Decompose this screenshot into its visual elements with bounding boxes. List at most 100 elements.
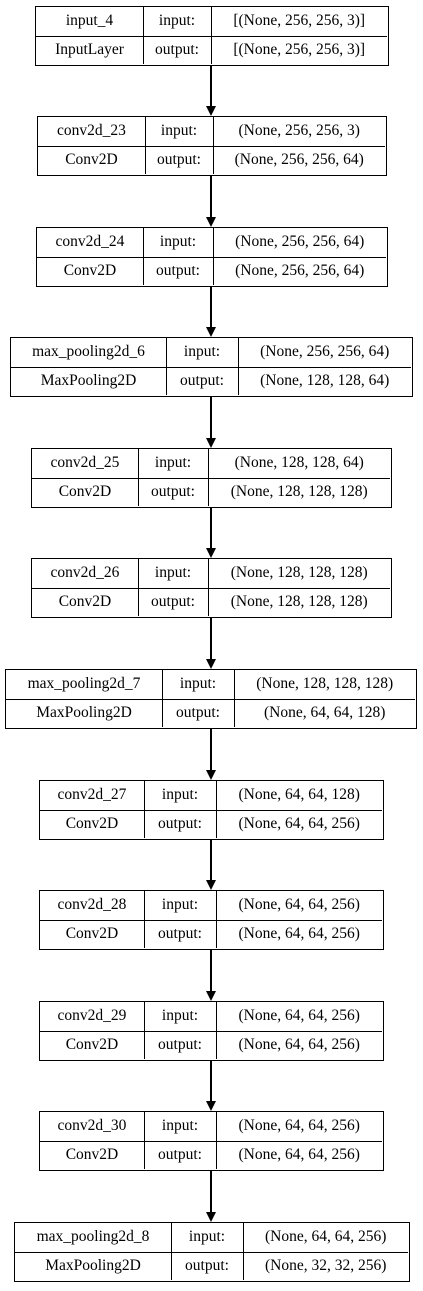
row-divider xyxy=(15,1252,409,1253)
column-divider xyxy=(234,670,235,728)
arrow-line xyxy=(210,618,212,660)
input-label: input: xyxy=(154,564,192,582)
layer-name: conv2d_27 xyxy=(57,786,127,804)
output-label: output: xyxy=(151,593,195,611)
arrow-head xyxy=(206,438,216,448)
output-shape: (None, 256, 256, 64) xyxy=(234,151,364,169)
output-shape: (None, 64, 64, 256) xyxy=(238,1146,360,1164)
row-divider xyxy=(40,920,383,921)
column-divider xyxy=(208,449,209,507)
output-label: output: xyxy=(158,1036,202,1054)
row-divider xyxy=(37,257,387,258)
output-shape: (None, 64, 64, 256) xyxy=(238,1036,360,1054)
layer-type: InputLayer xyxy=(55,41,124,59)
output-shape: (None, 128, 128, 128) xyxy=(230,593,368,611)
layer-name: max_pooling2d_7 xyxy=(27,675,141,693)
layer-name: conv2d_29 xyxy=(57,1007,127,1025)
input-shape: (None, 64, 64, 256) xyxy=(264,1228,387,1246)
arrow-line xyxy=(210,840,212,881)
input-shape: (None, 128, 128, 64) xyxy=(234,454,364,472)
row-divider xyxy=(40,810,383,811)
input-shape: (None, 64, 64, 256) xyxy=(238,1007,360,1025)
column-divider xyxy=(211,7,212,65)
arrow-head xyxy=(206,548,216,558)
layer-name: max_pooling2d_8 xyxy=(36,1228,150,1246)
layer-type: Conv2D xyxy=(58,483,112,501)
arrow-line xyxy=(210,287,212,328)
arrow-head xyxy=(206,327,216,337)
column-divider xyxy=(166,338,167,396)
output-label: output: xyxy=(156,262,200,280)
layer-name: conv2d_24 xyxy=(55,233,125,251)
layer-node: conv2d_30 input: (None, 64, 64, 256) Conv2D… xyxy=(39,1111,384,1171)
arrow-line xyxy=(210,397,212,439)
layer-name: conv2d_30 xyxy=(57,1117,127,1135)
layer-name: conv2d_26 xyxy=(50,564,120,582)
output-shape: (None, 128, 128, 64) xyxy=(260,372,390,390)
arrow-head xyxy=(206,659,216,669)
row-divider xyxy=(11,367,412,368)
output-shape: (None, 32, 32, 256) xyxy=(264,1257,387,1275)
output-shape: (None, 64, 64, 256) xyxy=(238,925,360,943)
layer-node: conv2d_27 input: (None, 64, 64, 128) Conv2D… xyxy=(39,780,384,840)
output-label: output: xyxy=(151,483,195,501)
column-divider xyxy=(143,7,144,65)
column-divider xyxy=(171,1223,172,1281)
output-label: output: xyxy=(158,1146,202,1164)
layer-node: conv2d_26 input: (None, 128, 128, 128) Conv… xyxy=(31,558,392,618)
input-label: input: xyxy=(154,454,192,472)
row-divider xyxy=(40,1141,383,1142)
column-divider xyxy=(216,891,217,949)
arrow-head xyxy=(206,106,216,116)
output-label: output: xyxy=(157,151,201,169)
output-label: output: xyxy=(158,925,202,943)
input-label: input: xyxy=(188,1228,226,1246)
layer-name: conv2d_28 xyxy=(57,896,127,914)
input-shape: (None, 64, 64, 128) xyxy=(238,786,360,804)
input-label: input: xyxy=(158,12,196,30)
layer-node: conv2d_25 input: (None, 128, 128, 64) Conv2… xyxy=(31,448,392,508)
layer-name: max_pooling2d_6 xyxy=(32,343,145,361)
input-label: input: xyxy=(161,1007,199,1025)
layer-type: Conv2D xyxy=(65,1036,119,1054)
output-shape: (None, 64, 64, 128) xyxy=(263,704,386,722)
column-divider xyxy=(213,228,214,286)
output-shape: [(None, 256, 256, 3)] xyxy=(233,41,366,59)
layer-type: Conv2D xyxy=(65,151,118,169)
column-divider xyxy=(208,559,209,617)
column-divider xyxy=(213,117,214,175)
column-divider xyxy=(162,670,163,728)
layer-name: conv2d_25 xyxy=(50,454,120,472)
input-label: input: xyxy=(179,675,217,693)
column-divider xyxy=(144,781,145,839)
output-label: output: xyxy=(185,1257,229,1275)
layer-type: Conv2D xyxy=(58,593,112,611)
input-label: input: xyxy=(161,786,199,804)
output-shape: (None, 256, 256, 64) xyxy=(235,262,365,280)
column-divider xyxy=(216,781,217,839)
layer-type: Conv2D xyxy=(65,1146,119,1164)
layer-type: MaxPooling2D xyxy=(36,704,132,722)
input-shape: (None, 256, 256, 64) xyxy=(235,233,365,251)
layer-type: MaxPooling2D xyxy=(45,1257,141,1275)
row-divider xyxy=(32,588,391,589)
arrow-line xyxy=(210,1061,212,1102)
row-divider xyxy=(6,699,416,700)
column-divider xyxy=(138,559,139,617)
column-divider xyxy=(144,1112,145,1170)
arrow-head xyxy=(206,1212,216,1222)
arrow-line xyxy=(210,950,212,992)
layer-node: conv2d_29 input: (None, 64, 64, 256) Conv2D… xyxy=(39,1001,384,1061)
row-divider xyxy=(32,478,391,479)
input-label: input: xyxy=(161,1117,199,1135)
output-label: output: xyxy=(158,815,202,833)
layer-type: Conv2D xyxy=(65,815,119,833)
column-divider xyxy=(138,449,139,507)
input-shape: [(None, 256, 256, 3)] xyxy=(233,12,366,30)
